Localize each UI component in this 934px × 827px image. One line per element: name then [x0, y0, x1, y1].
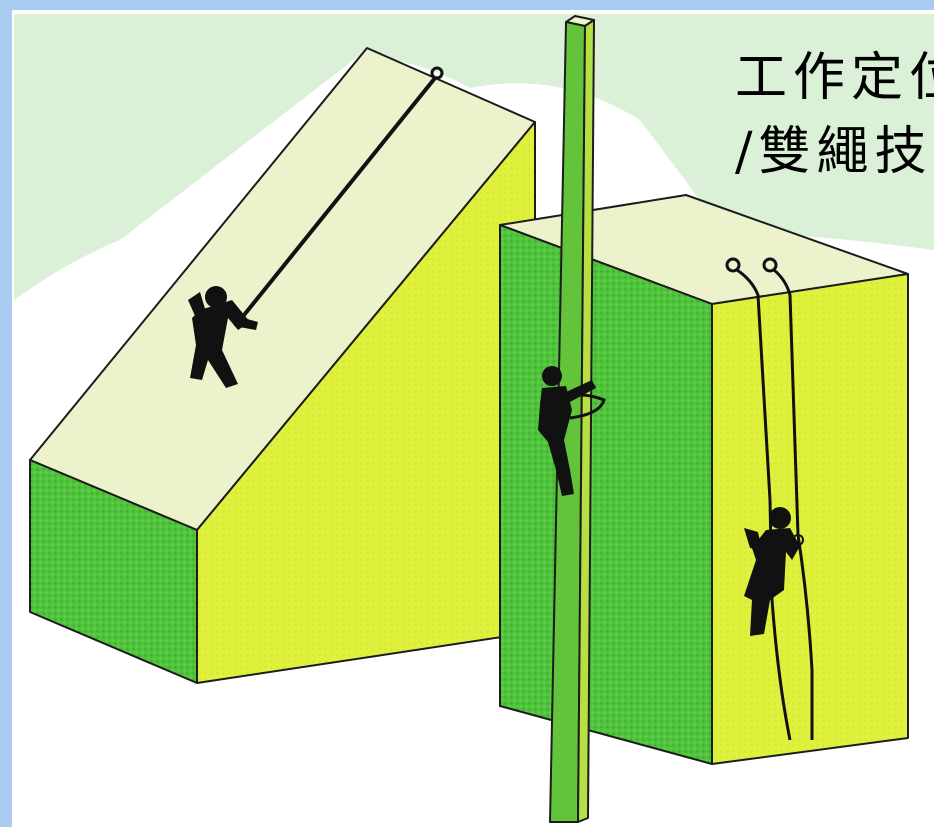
- frame-top-bar: [0, 0, 934, 10]
- left-sloped-block: [29, 47, 536, 684]
- right-block-front-face: [711, 273, 909, 765]
- right-tall-block: [499, 194, 909, 765]
- right-block-left-face: [499, 224, 713, 765]
- anchor-ring-slope: [430, 66, 444, 80]
- climber-double-rope-silhouette: [744, 507, 804, 636]
- anchor-ring-right: [762, 257, 778, 273]
- background-green-wash: [14, 14, 934, 300]
- rope-left: [736, 268, 792, 741]
- climber-slope-silhouette: [188, 286, 258, 388]
- climber-pole-silhouette: [538, 366, 606, 496]
- rope-slope: [238, 76, 437, 322]
- frame-left-bar: [0, 0, 12, 827]
- pole-side-face: [577, 19, 595, 823]
- anchor-ring-left: [725, 257, 741, 273]
- caption-line-1: 工作定位: [735, 48, 934, 108]
- pole-lanyard: [555, 393, 606, 420]
- caption-line-2: /雙繩技: [735, 122, 933, 182]
